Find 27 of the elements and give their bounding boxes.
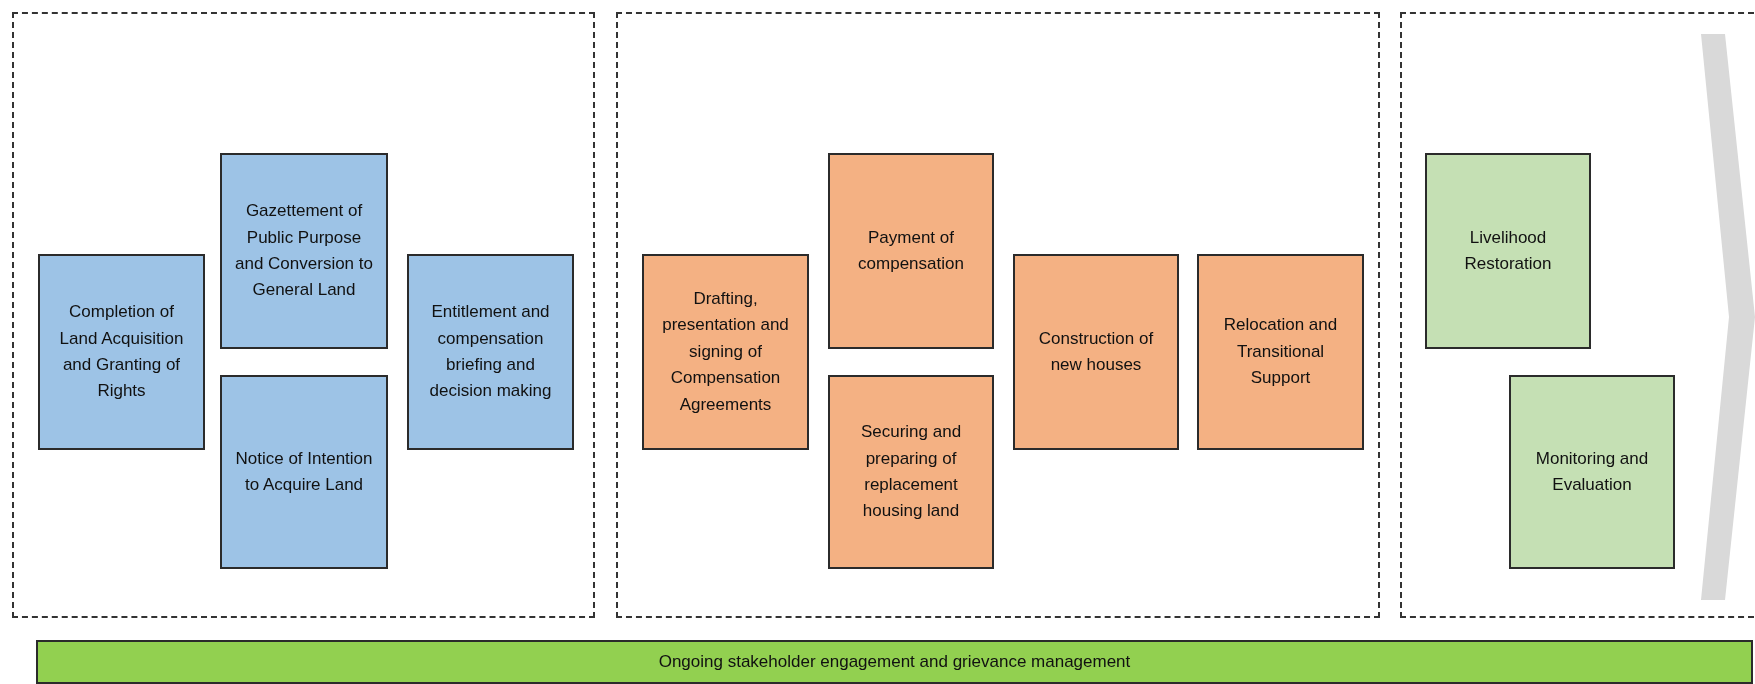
box-text: Completion of Land Acquisition and Granting of Rights: [58, 301, 185, 403]
banner-bar: [36, 640, 1753, 684]
process-box: [1197, 254, 1364, 450]
process-box: [407, 254, 574, 450]
process-box: [1509, 375, 1675, 569]
box-text: Gazettement of Public Purpose and Conversion to General Land: [234, 200, 374, 302]
process-box: [642, 254, 809, 450]
box-text: Payment of compensation: [857, 226, 965, 275]
box-text: Monitoring and Evaluation: [1534, 447, 1650, 496]
process-box: [828, 153, 994, 349]
box-text: Entitlement and compensation briefing and decision making: [428, 301, 553, 403]
dashed-panel: [616, 12, 1380, 618]
box-text: Ongoing stakeholder engagement and grievance management: [658, 650, 1131, 673]
process-box: [1425, 153, 1591, 349]
dashed-panel: [12, 12, 595, 618]
process-box: [1013, 254, 1179, 450]
dashed-panel: [1400, 12, 1754, 618]
box-text: Notice of Intention to Acquire Land: [234, 447, 374, 496]
box-text: Livelihood Restoration: [1463, 226, 1553, 275]
process-box: [38, 254, 205, 450]
box-text: Securing and preparing of replacement housing land: [859, 421, 963, 523]
box-text: Construction of new houses: [1037, 327, 1155, 376]
process-box: [828, 375, 994, 569]
box-text: Drafting, presentation and signing of Compensation Agreements: [661, 288, 790, 416]
box-text: Relocation and Transitional Support: [1222, 314, 1339, 390]
process-box: [220, 375, 388, 569]
process-box: [220, 153, 388, 349]
